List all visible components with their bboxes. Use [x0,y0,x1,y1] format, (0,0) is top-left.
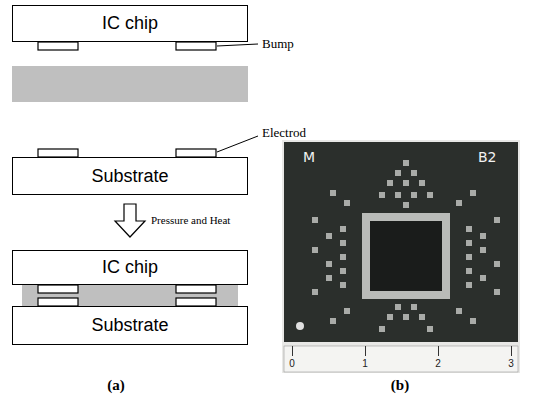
bump [38,285,78,293]
part-name: Substrate [91,315,168,336]
part-label: Electrod [262,126,306,140]
leader-line [217,44,258,46]
test-board [284,142,518,342]
electrode [38,298,78,306]
bump [176,42,216,50]
acf-film [12,66,248,102]
panel-label: (b) [391,377,409,394]
electrode [38,149,78,157]
acf-layer [22,284,238,307]
chip-box: IC chip [12,5,248,42]
part-name: IC chip [102,257,158,278]
chip-box: IC chip [12,250,248,285]
board-marking: B2 [478,150,497,165]
fiducial-hole [296,322,304,330]
leader-line [217,136,258,152]
part-label: Bump [262,37,294,51]
ruler-cm-ticks [293,346,512,356]
process-label: Pressure and Heat [151,214,230,226]
ruler-number: 2 [435,358,441,369]
electrode [176,298,216,306]
part-name: Substrate [91,166,168,187]
ruler-ticks [284,346,518,352]
process-arrow [115,204,145,237]
chip-frame [362,213,450,299]
bump [176,285,216,293]
photo-ground [282,140,520,373]
part-name: IC chip [102,13,158,34]
electrode [176,149,216,157]
substrate-box: Substrate [12,306,248,345]
panel-label: (a) [107,377,125,394]
chip-die [370,221,442,291]
ruler-number: 0 [289,358,295,369]
ruler [284,346,518,372]
board-marking: M [303,150,315,165]
bond-pads [312,160,500,332]
bump [38,42,78,50]
substrate-box: Substrate [12,157,248,195]
ruler-number: 3 [508,358,514,369]
ruler-number: 1 [362,358,368,369]
